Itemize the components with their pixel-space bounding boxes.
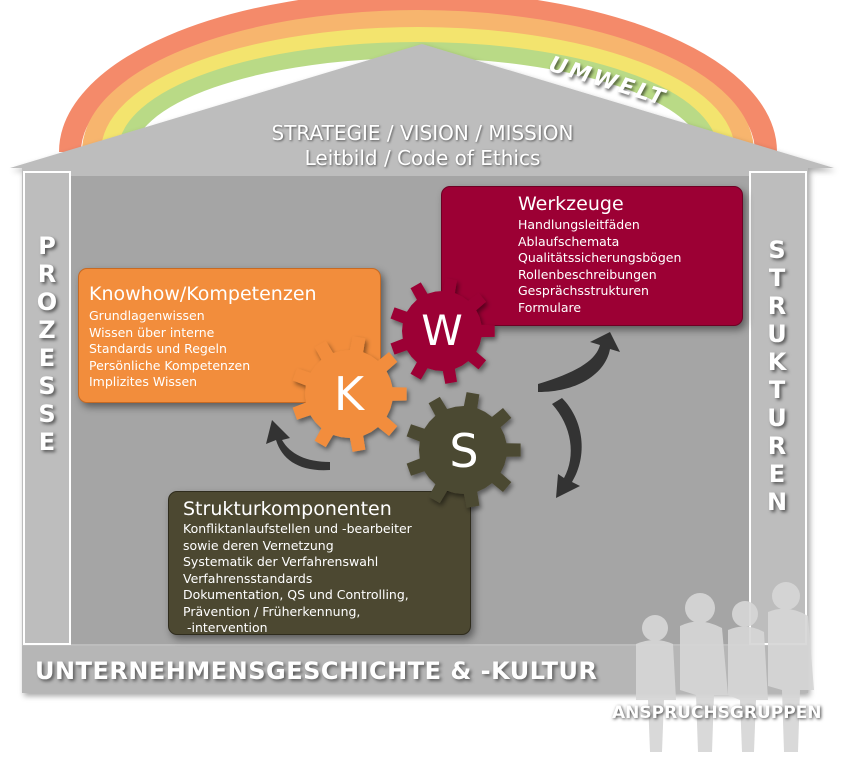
strukturen-letter: T [768,264,786,292]
werkzeuge-item: Formulare [518,299,582,315]
werkzeuge-box: Werkzeuge Handlungsleitfäden Ablaufschem… [441,186,743,326]
gear-w-letter: W [421,306,463,355]
struktur-item: -intervention [183,620,268,635]
strukturen-letter: U [767,320,787,348]
arrow-to-knowhow [266,420,330,471]
strukturen-letter: R [767,432,787,460]
roof-subtitle: Leitbild / Code of Ethics [304,146,541,170]
foundation-band [22,646,808,693]
prozesse-letter: Z [38,316,56,344]
strukturen-label: S T R U K T U R E N [764,238,790,518]
prozesse-letter: E [38,344,56,372]
strukturen-letter: N [766,488,788,516]
knowhow-item: Persönliche Kompetenzen [89,357,251,373]
prozesse-letter: S [38,400,56,428]
knowhow-item: Standards und Regeln [89,341,227,356]
knowhow-item: Wissen über interne [89,324,215,340]
knowhow-box: Knowhow/Kompetenzen Grundlagenwissen Wis… [78,268,381,403]
house-roof [10,44,834,168]
knowhow-item: Grundlagenwissen [89,308,205,323]
strukturen-letter: S [768,236,786,264]
gear-s-letter: S [449,424,479,478]
prozesse-label: P R O Z E S S E [34,234,60,458]
prozesse-letter: R [37,260,57,288]
gear-k-letter: K [333,367,365,421]
stakeholder-people-graphic [636,582,814,752]
strukturen-letter: E [768,460,786,488]
roof-title: STRATEGIE / VISION / MISSION [271,121,574,145]
cycle-arrows [266,332,620,498]
strukturen-letter: T [768,376,786,404]
struktur-item: Dokumentation, QS und Controlling, [183,587,409,602]
prozesse-letter: P [38,232,56,260]
struktur-box: Strukturkomponenten Konfliktanlaufstelle… [168,491,471,635]
struktur-item: Systematik der Verfahrenswahl [183,554,379,569]
strukturen-letter: U [767,404,787,432]
foundation-label: UNTERNEHMENSGESCHICHTE & -KULTUR [35,657,598,685]
knowhow-item: Implizites Wissen [89,374,198,389]
werkzeuge-item: Ablaufschemata [518,233,620,249]
strukturen-letter: R [767,292,787,320]
prozesse-letter: E [38,428,56,456]
werkzeuge-title: Werkzeuge [518,193,624,215]
struktur-item: Prävention / Früherkennung, [183,603,361,619]
struktur-item: sowie deren Vernetzung [183,537,334,553]
prozesse-letter: S [38,372,56,400]
prozesse-letter: O [36,288,58,316]
rainbow [59,0,777,152]
strukturen-letter: K [767,348,787,376]
struktur-item: Verfahrensstandards [183,570,313,586]
arrow-to-werkzeuge [538,332,620,392]
werkzeuge-item: Gesprächsstrukturen [518,283,649,298]
stakeholders-label: ANSPRUCHSGRUPPEN [612,703,822,723]
knowhow-title: Knowhow/Kompetenzen [89,283,317,305]
struktur-title: Strukturkomponenten [183,498,392,520]
struktur-item: Konfliktanlaufstellen und -bearbeiter [183,521,412,536]
left-pillar [23,171,71,645]
arrow-to-struktur [552,398,582,498]
werkzeuge-item: Qualitätssicherungsbögen [518,250,682,265]
werkzeuge-item: Rollenbeschreibungen [518,266,657,282]
werkzeuge-item: Handlungsleitfäden [518,217,640,232]
